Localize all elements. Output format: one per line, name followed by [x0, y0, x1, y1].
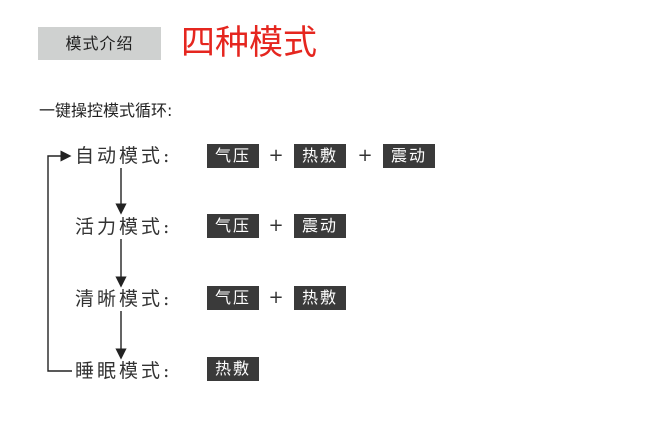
feature-tag-heat: 热敷 [294, 144, 346, 168]
section-tag: 模式介绍 [38, 27, 161, 60]
plus-sign: + [268, 145, 284, 166]
feature-tag-vibration: 震动 [383, 144, 435, 168]
feature-tag-heat: 热敷 [207, 357, 259, 381]
loop-back-line [47, 150, 72, 372]
plus-sign: + [357, 145, 373, 166]
plus-sign: + [268, 287, 284, 308]
feature-tag-air-pressure: 气压 [207, 214, 259, 238]
feature-tag-air-pressure: 气压 [207, 286, 259, 310]
mode-label-vitality: 活力模式: [75, 216, 173, 238]
feature-tag-vibration: 震动 [294, 214, 346, 238]
feature-tag-air-pressure: 气压 [207, 144, 259, 168]
feature-tag-heat: 热敷 [294, 286, 346, 310]
mode-label-auto: 自动模式: [75, 145, 173, 167]
mode-label-sleep: 睡眠模式: [75, 360, 173, 382]
mode-label-clear: 清晰模式: [75, 288, 173, 310]
plus-sign: + [268, 215, 284, 236]
page-title: 四种模式 [181, 23, 317, 63]
intro-text: 一键操控模式循环: [39, 101, 173, 120]
